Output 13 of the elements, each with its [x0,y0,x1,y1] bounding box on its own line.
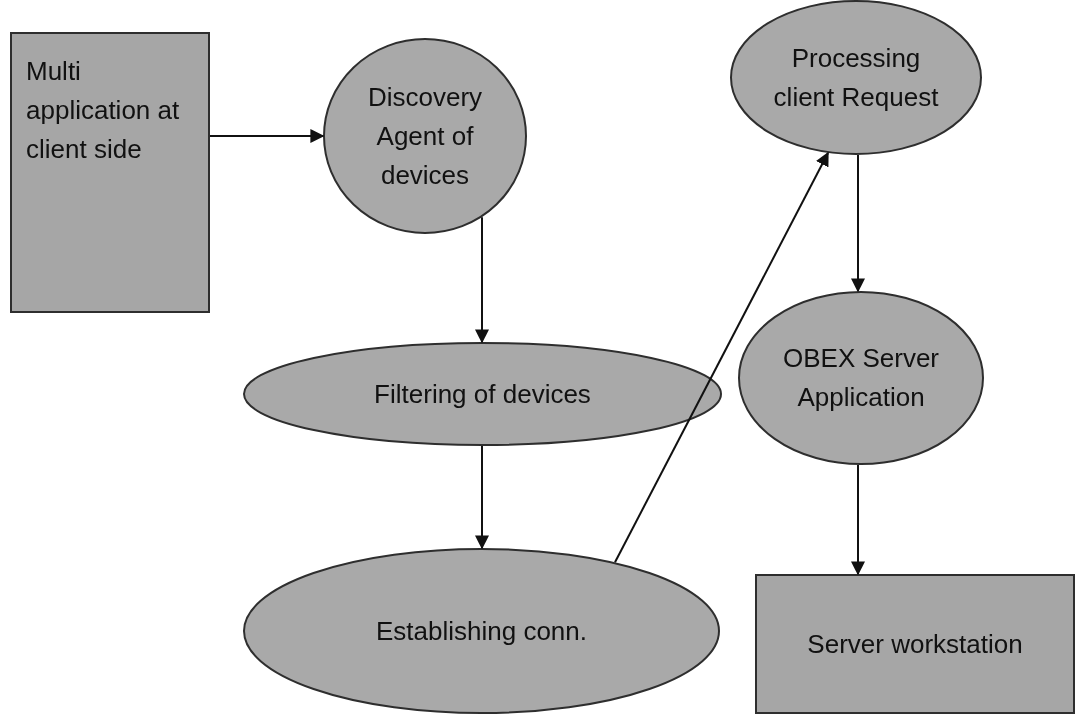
arrow [851,463,865,576]
arrow [475,445,489,550]
node-label: Multi application at client side [26,55,181,166]
arrow [475,216,489,344]
node-label: Filtering of devices [374,377,591,411]
node-label: Discovery Agent of devices [366,80,484,192]
node-label: Establishing conn. [376,614,587,648]
arrow [209,129,325,143]
arrow [614,151,829,564]
node-label: OBEX Server Application [781,342,941,414]
arrow [851,154,865,293]
node-label: Server workstation [807,627,1023,661]
node-label: Processing client Request [772,41,940,114]
